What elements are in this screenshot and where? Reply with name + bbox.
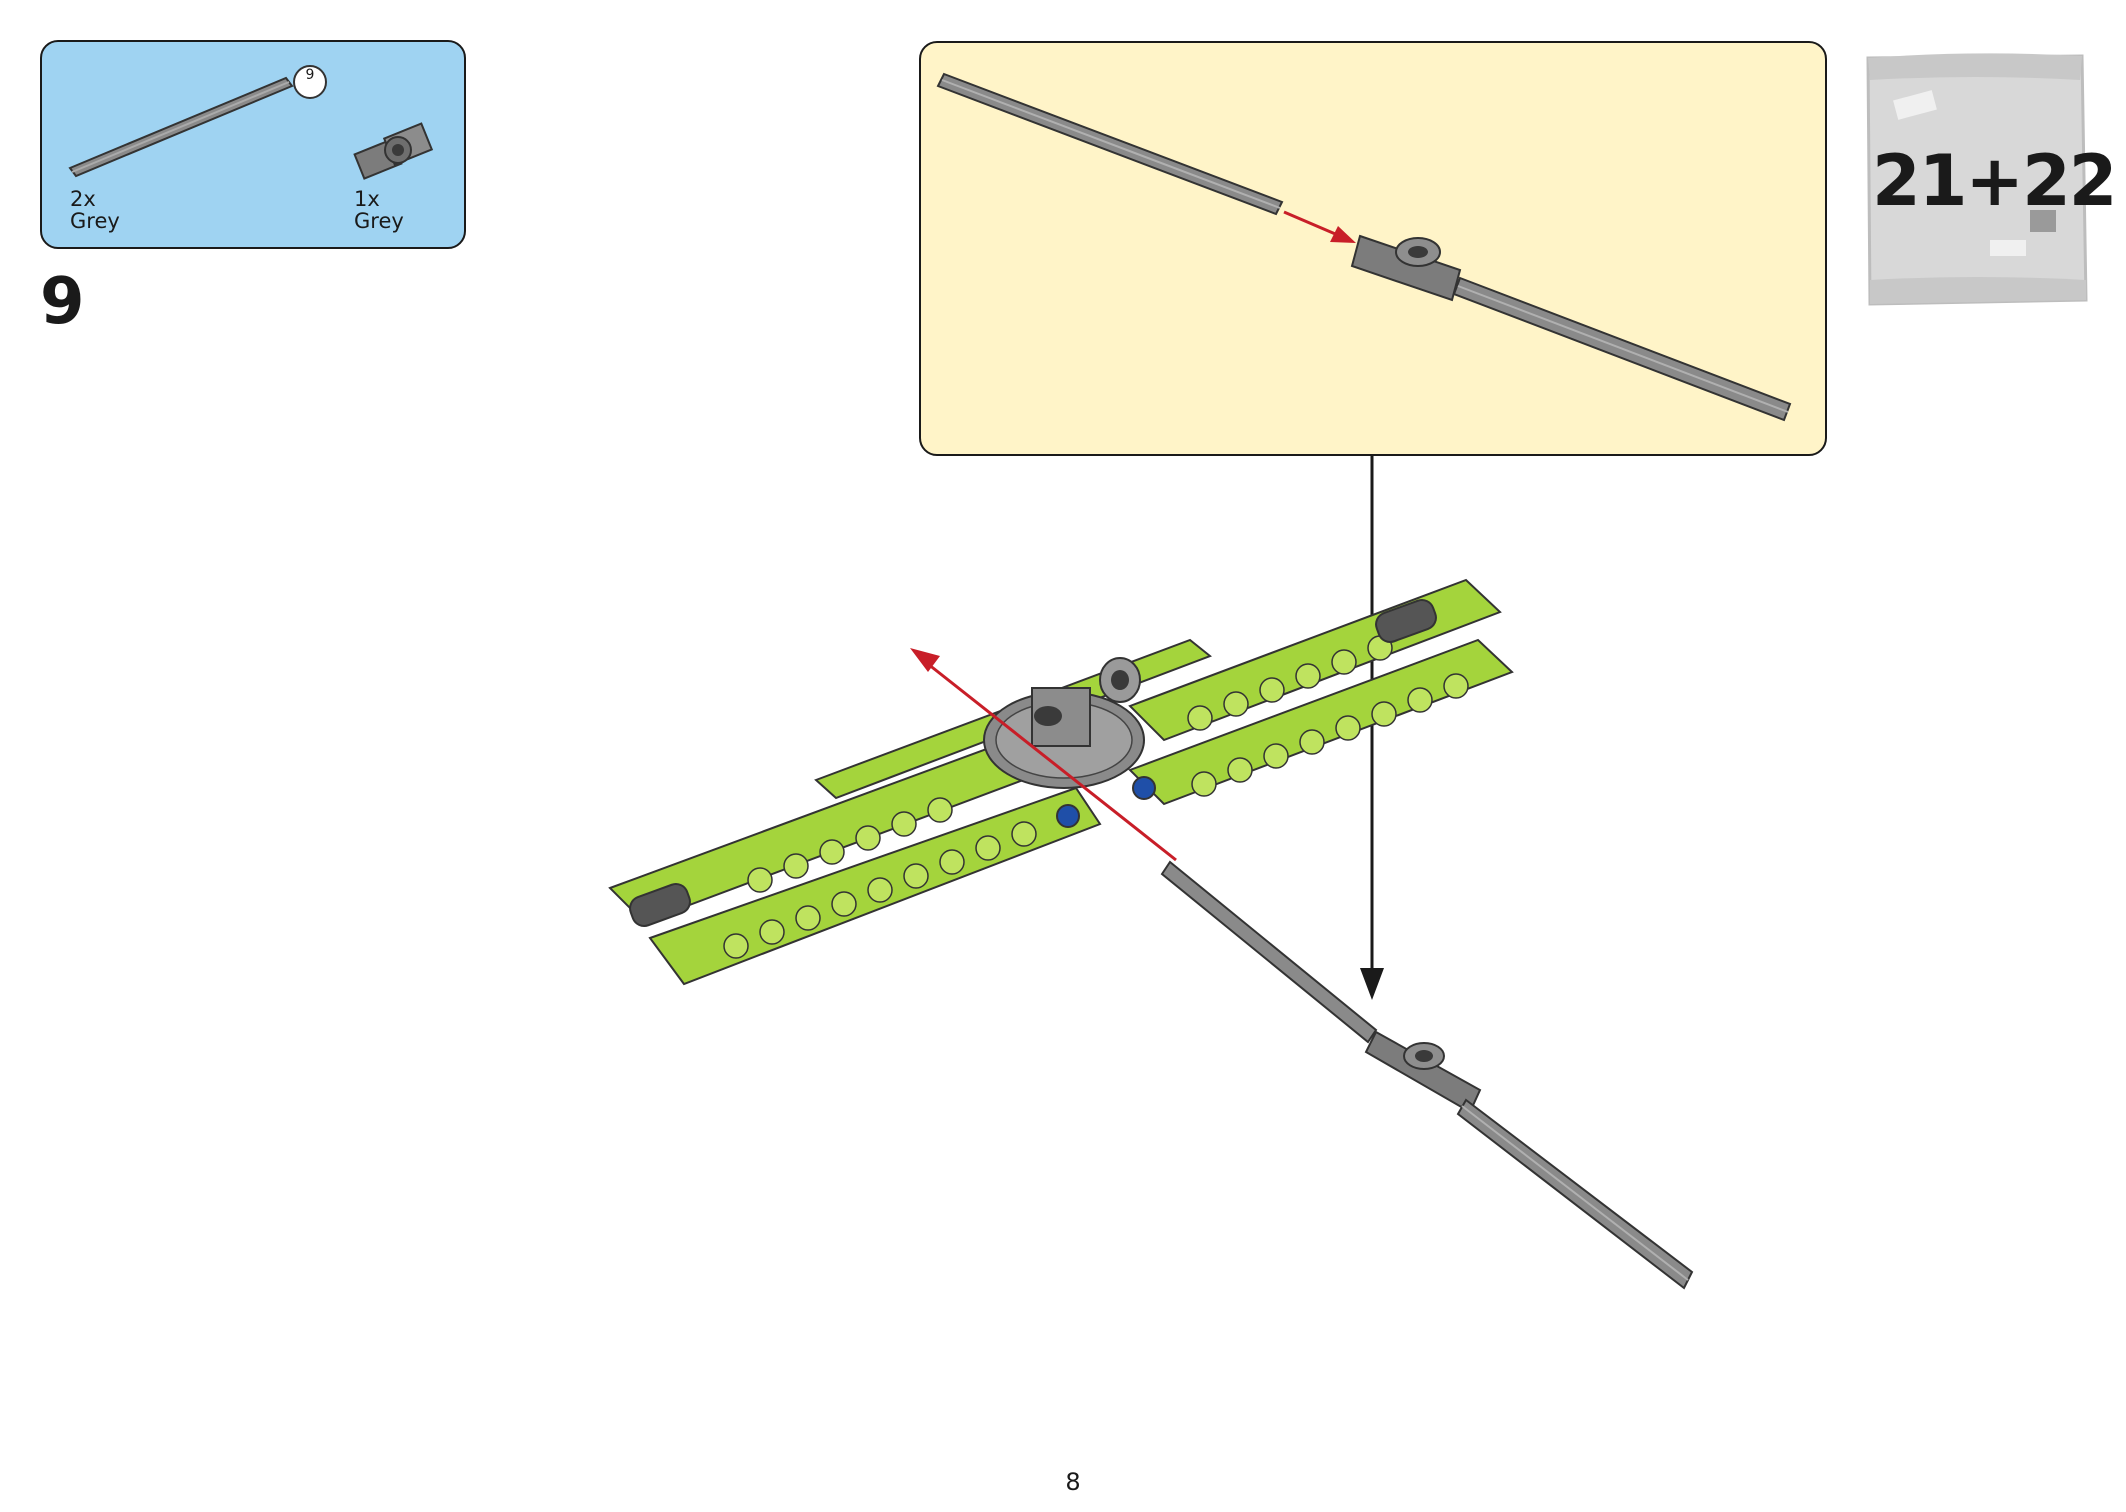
axle-length-label: 9 <box>305 67 315 83</box>
gear-icon <box>983 657 1145 789</box>
blue-pin-icon <box>1132 776 1156 800</box>
blue-pin-icon <box>1056 804 1080 828</box>
parts-list-illustrations <box>68 65 434 180</box>
part-quantity: 1x <box>354 187 380 211</box>
lower-axle-icon <box>1160 860 1694 1290</box>
length-badge-icon <box>293 65 327 99</box>
parts-list-box: 9 2x Grey 1x Grey <box>40 40 466 249</box>
bag-number-label: 21+22 <box>1872 140 2117 222</box>
main-model-icon <box>608 578 1514 986</box>
subassembly-callout <box>919 41 1827 456</box>
connector-icon <box>353 122 434 180</box>
direction-arrow-icon <box>910 648 1177 862</box>
part-quantity: 2x <box>70 187 96 211</box>
axle-icon <box>68 76 294 178</box>
placement-arrow-icon <box>1360 456 1384 1000</box>
part-color: Grey <box>354 209 404 233</box>
step-number: 9 <box>40 265 85 339</box>
page-number: 8 <box>1065 1468 1081 1496</box>
part-color: Grey <box>70 209 120 233</box>
